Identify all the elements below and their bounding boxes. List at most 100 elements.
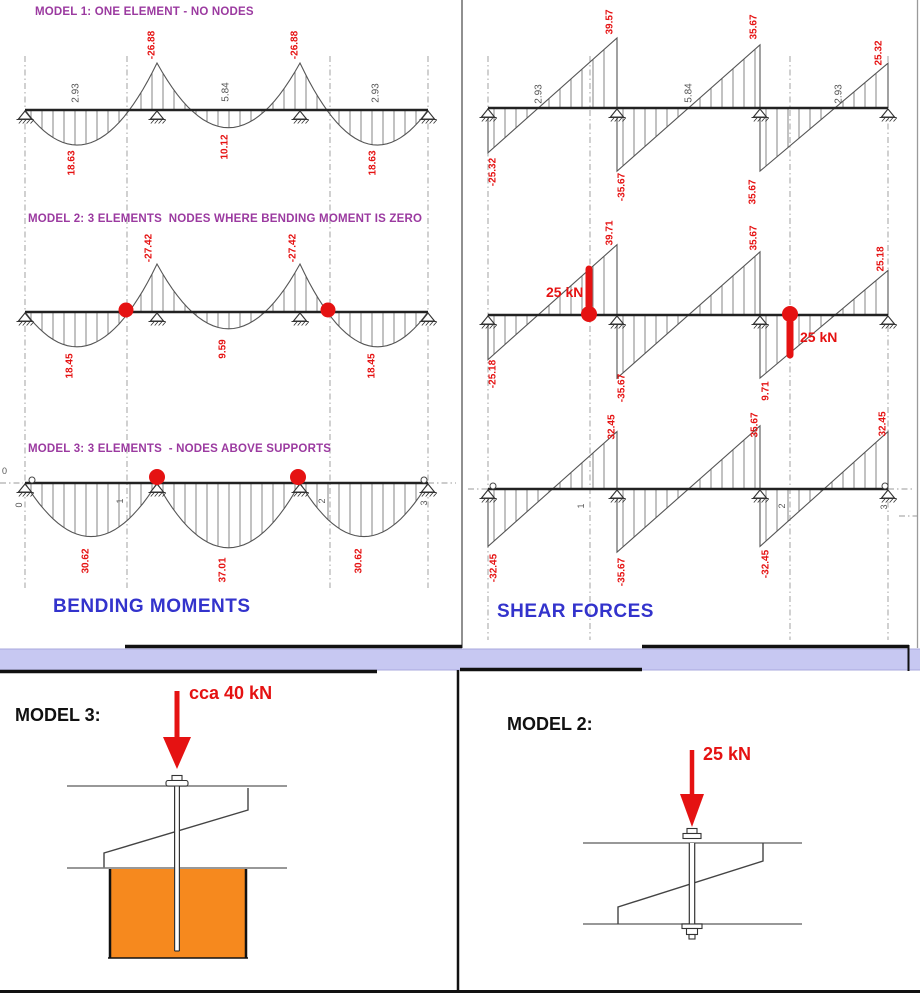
support-icon bbox=[292, 312, 308, 322]
bolt-washer bbox=[682, 832, 702, 840]
support-icon bbox=[880, 489, 896, 499]
value-label: 30.62 bbox=[354, 548, 365, 573]
support-hatch bbox=[614, 324, 619, 329]
axis-label: 5.84 bbox=[221, 82, 232, 102]
support-hatch bbox=[162, 321, 167, 326]
support-hatch bbox=[489, 117, 494, 122]
support-hatch bbox=[481, 324, 486, 329]
support-icon bbox=[880, 315, 896, 325]
support-hatch bbox=[489, 498, 494, 503]
support-hatch bbox=[761, 498, 766, 503]
support-hatch bbox=[885, 117, 890, 122]
value-label: -35.67 bbox=[617, 557, 628, 586]
support-hatch bbox=[753, 117, 758, 122]
value-label: 18.45 bbox=[367, 353, 378, 378]
support-hatch bbox=[30, 492, 35, 497]
support-hatch bbox=[162, 492, 167, 497]
end-node-circle bbox=[28, 476, 36, 484]
support-hatch bbox=[610, 117, 615, 122]
axis-origin-label: 0 bbox=[2, 466, 7, 476]
value-label: 37.01 bbox=[218, 557, 229, 582]
bending-moments-caption: BENDING MOMENTS bbox=[53, 596, 251, 617]
support-icon bbox=[480, 315, 496, 325]
support-hatch bbox=[493, 324, 498, 329]
support-hatch bbox=[293, 321, 298, 326]
support-hatch bbox=[150, 119, 155, 124]
support-hatch bbox=[493, 498, 498, 503]
value-label: 18.63 bbox=[368, 150, 379, 175]
support-hatch bbox=[429, 119, 434, 124]
support-hatch bbox=[889, 498, 894, 503]
support-hatch bbox=[18, 492, 23, 497]
support-hatch bbox=[885, 324, 890, 329]
support-hatch bbox=[889, 324, 894, 329]
value-label: 35.67 bbox=[749, 14, 760, 39]
support-hatch bbox=[30, 119, 35, 124]
value-label: 18.63 bbox=[67, 150, 78, 175]
model2-title: MODEL 2: 3 ELEMENTS NODES WHERE BENDING … bbox=[28, 213, 423, 225]
value-label: 25.18 bbox=[876, 246, 887, 271]
value-label: 35.67 bbox=[748, 179, 759, 204]
bolt-washer bbox=[165, 779, 189, 787]
end-node-circle bbox=[420, 476, 428, 484]
support-icon bbox=[420, 312, 436, 322]
axis-label: 2.93 bbox=[534, 84, 545, 104]
support-icon bbox=[292, 483, 308, 493]
support-hatch bbox=[610, 324, 615, 329]
support-hatch bbox=[757, 498, 762, 503]
support-hatch bbox=[26, 119, 31, 124]
support-hatch bbox=[158, 492, 163, 497]
axis-label: 0 bbox=[14, 502, 24, 507]
moment-curve bbox=[24, 481, 429, 549]
support-icon bbox=[480, 108, 496, 118]
value-label: -26.88 bbox=[147, 30, 158, 59]
value-label: 39.71 bbox=[605, 220, 616, 245]
value-label: -25.32 bbox=[488, 157, 499, 186]
end-node-circle bbox=[489, 482, 497, 490]
support-hatch bbox=[158, 119, 163, 124]
axis-label: 3 bbox=[419, 500, 429, 505]
support-icon bbox=[149, 312, 165, 322]
axis-label: 1 bbox=[576, 503, 586, 508]
support-hatch bbox=[622, 117, 627, 122]
value-label: -27.42 bbox=[288, 233, 299, 262]
support-hatch bbox=[610, 498, 615, 503]
support-hatch bbox=[433, 321, 438, 326]
support-hatch bbox=[425, 492, 430, 497]
support-hatch bbox=[425, 119, 430, 124]
support-hatch bbox=[26, 492, 31, 497]
point-load-dot bbox=[581, 306, 597, 322]
value-label: 25.32 bbox=[874, 40, 885, 65]
support-hatch bbox=[293, 119, 298, 124]
support-hatch bbox=[162, 119, 167, 124]
end-node-circle bbox=[881, 482, 889, 490]
support-hatch bbox=[154, 321, 159, 326]
value-label: 18.45 bbox=[65, 353, 76, 378]
support-hatch bbox=[433, 492, 438, 497]
value-label: -32.45 bbox=[489, 553, 500, 582]
support-hatch bbox=[154, 119, 159, 124]
support-hatch bbox=[297, 119, 302, 124]
value-label: 35.67 bbox=[749, 225, 760, 250]
shear-polygon bbox=[487, 243, 889, 380]
support-icon bbox=[752, 489, 768, 499]
support-hatch bbox=[757, 324, 762, 329]
support-hatch bbox=[305, 119, 310, 124]
support-icon bbox=[292, 110, 308, 120]
value-label: 32.45 bbox=[607, 414, 618, 439]
detail-model2-load-label: 25 kN bbox=[703, 744, 752, 764]
support-hatch bbox=[618, 117, 623, 122]
shear-forces-caption: SHEAR FORCES bbox=[497, 601, 654, 622]
divider-band bbox=[0, 649, 920, 670]
shear-polygon bbox=[487, 36, 889, 173]
support-hatch bbox=[622, 324, 627, 329]
point-load-label: 25 kN bbox=[546, 284, 583, 300]
support-hatch bbox=[301, 321, 306, 326]
support-hatch bbox=[18, 119, 23, 124]
support-hatch bbox=[481, 498, 486, 503]
support-hatch bbox=[614, 117, 619, 122]
support-hatch bbox=[485, 117, 490, 122]
support-hatch bbox=[761, 117, 766, 122]
nut bbox=[685, 927, 699, 936]
axis-label: 2.93 bbox=[371, 83, 382, 103]
